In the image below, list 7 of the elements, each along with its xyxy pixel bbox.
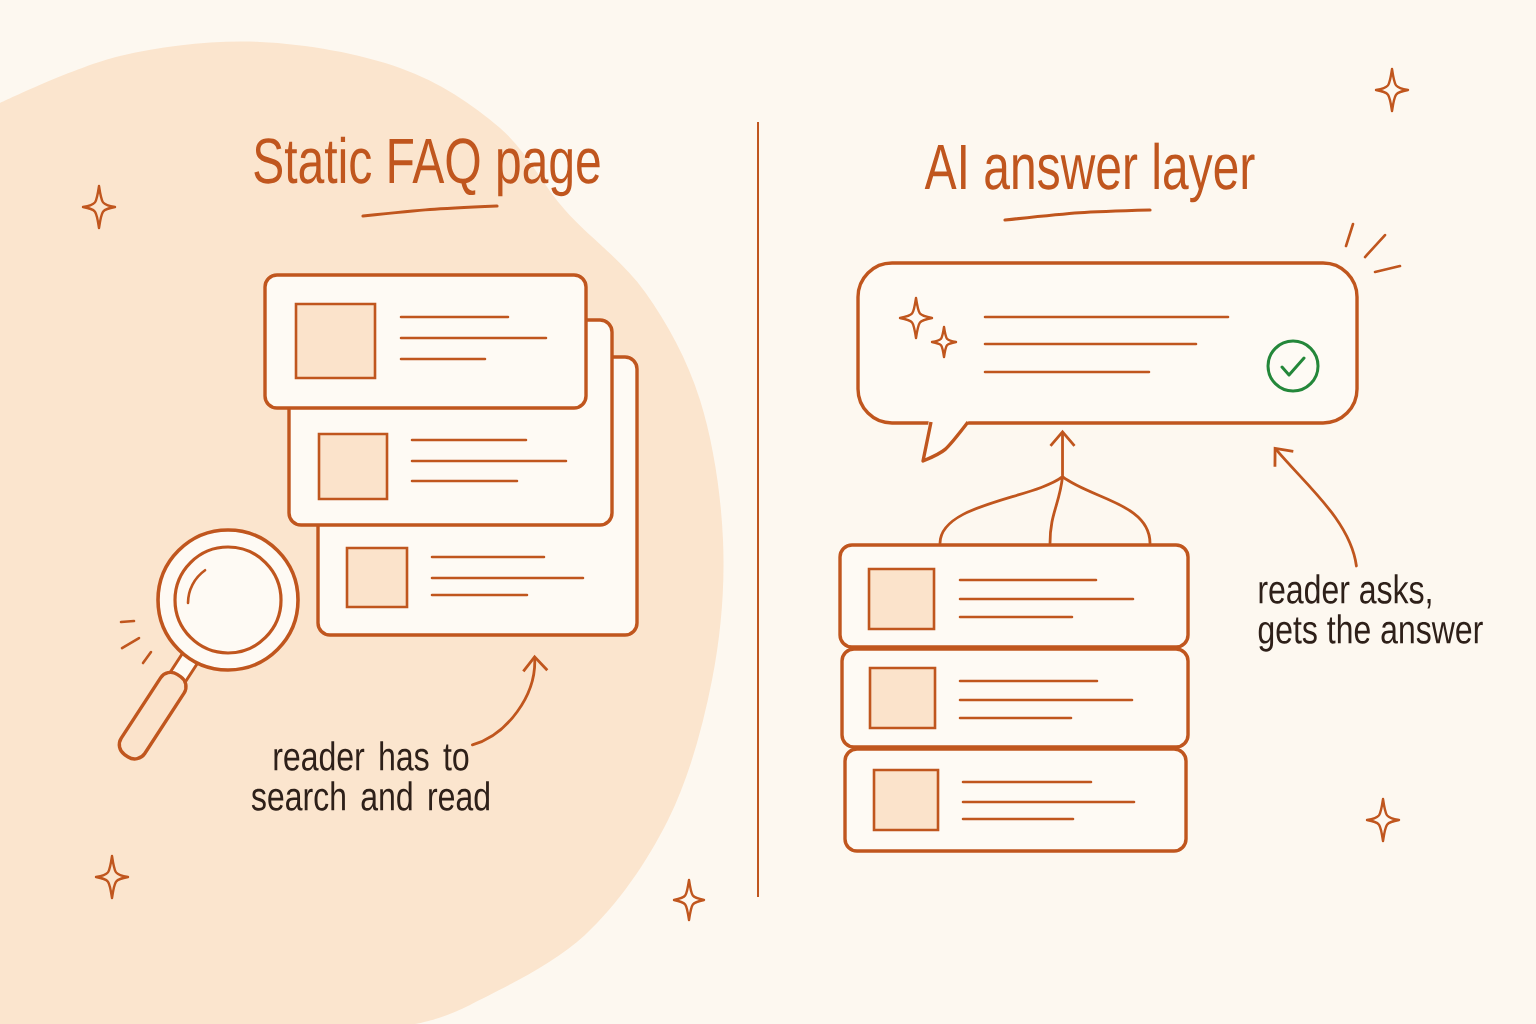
heading: AI answer layer bbox=[924, 142, 1255, 203]
annotation: reader has to search and read bbox=[251, 741, 489, 811]
annotation: reader asks, gets the answer bbox=[1258, 574, 1483, 652]
heading: Static FAQ page bbox=[254, 136, 600, 197]
speech-bubble bbox=[856, 261, 1359, 463]
arrow bbox=[1273, 446, 1358, 568]
arrow bbox=[471, 654, 549, 747]
